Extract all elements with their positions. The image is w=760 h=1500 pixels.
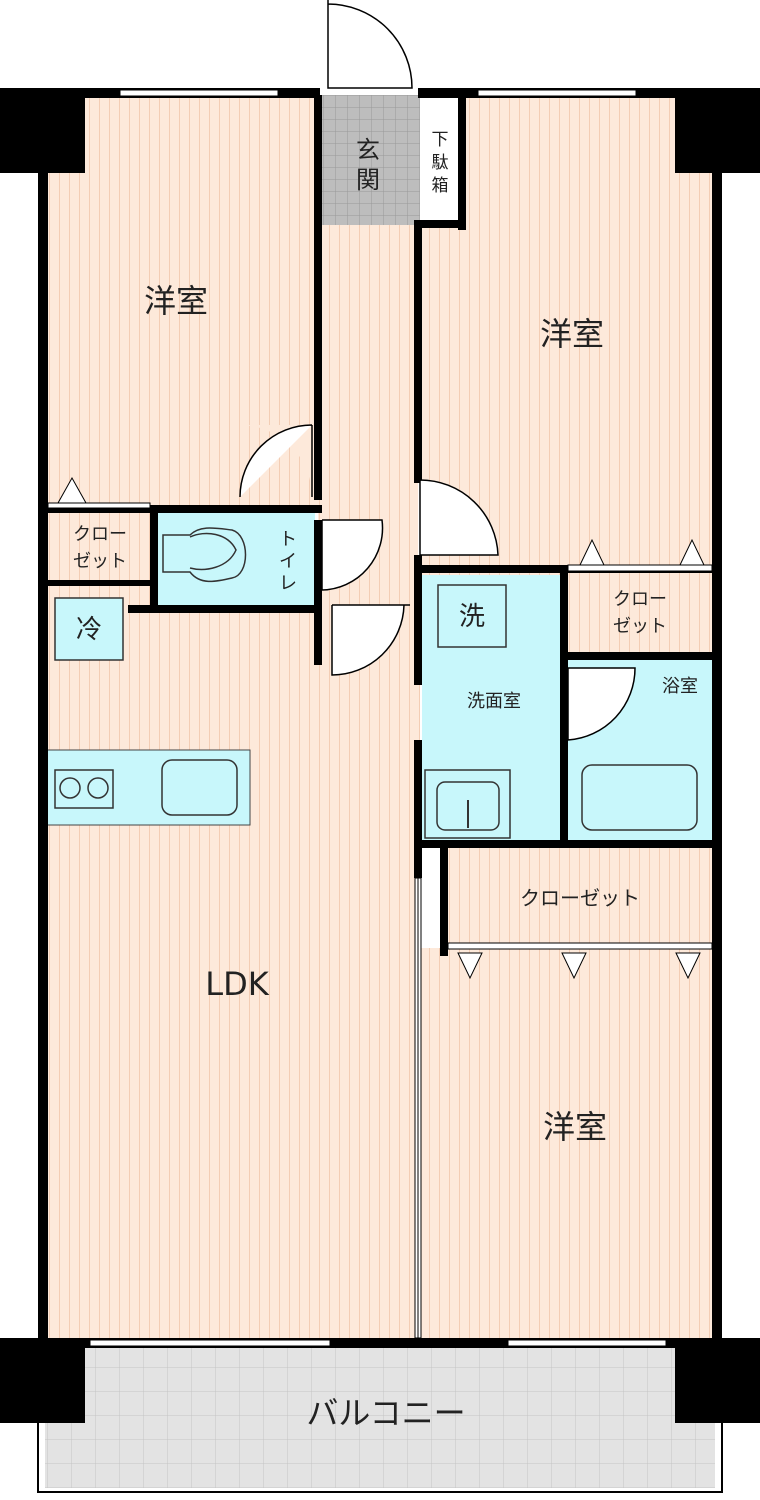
stove-burner-icon: [87, 777, 109, 799]
entrance-label: 玄: [356, 136, 380, 164]
fridge-label: 冷: [76, 615, 102, 645]
windows: [89, 89, 667, 1347]
floor-closet-left: [45, 510, 150, 583]
shoe-box-label: 下: [432, 130, 449, 150]
kitchen-sink-icon: [161, 759, 238, 816]
closet-left-rail: [47, 502, 151, 509]
washer-label: 洗: [459, 602, 485, 632]
toilet-bowl-icon: [162, 527, 247, 583]
sliding-door: [414, 877, 422, 1339]
balcony-railing: [37, 1420, 723, 1493]
floor-ldk: [45, 585, 420, 1343]
balcony-label: バルコニー: [306, 1394, 465, 1432]
floor-closet-bottom: [445, 848, 715, 948]
fridge-icon: [54, 597, 124, 661]
floor-western-room-top-right: [420, 95, 715, 575]
washer-icon: [437, 584, 507, 648]
toilet-label: レ: [279, 573, 297, 594]
shoe-box-label: 箱: [432, 176, 449, 196]
western-room-label: 洋室: [144, 282, 208, 320]
toilet-tank-icon: [189, 532, 237, 571]
stove-burner-icon: [59, 777, 81, 799]
shoe-box-label: 駄: [432, 153, 449, 173]
closet-door-markers: [57, 476, 705, 980]
closet-label: ゼット: [73, 551, 127, 572]
stove-icon: [54, 769, 114, 809]
toilet-label: イ: [279, 551, 297, 572]
floor-balcony: [45, 1343, 715, 1488]
toilet-label: ト: [279, 529, 297, 550]
western-room-label: 洋室: [543, 1108, 607, 1146]
closet-right-rail: [567, 564, 713, 572]
ldk-label: LDK: [205, 965, 269, 1003]
floor-shoe-box: [420, 95, 462, 225]
wash-basin-bowl-icon: [436, 781, 500, 831]
closet-label: ゼット: [613, 616, 667, 637]
closet-label: クロー: [613, 589, 667, 610]
bathroom-label: 浴室: [662, 676, 698, 697]
floor-toilet: [155, 513, 315, 605]
entrance-label: 関: [356, 166, 380, 194]
closet-bottom-rail: [447, 942, 713, 950]
kitchen-counter: [44, 749, 251, 826]
floor-entrance: [318, 95, 420, 225]
closet-label: クロー: [73, 524, 127, 545]
bathtub-icon: [581, 764, 698, 831]
closet-label: クローゼット: [520, 886, 640, 910]
floor-closet-right: [565, 572, 715, 657]
floor-western-room-bottom-right: [420, 948, 715, 1343]
doors: [239, 0, 636, 741]
washroom-label: 洗面室: [467, 691, 521, 712]
western-room-label: 洋室: [540, 315, 604, 353]
